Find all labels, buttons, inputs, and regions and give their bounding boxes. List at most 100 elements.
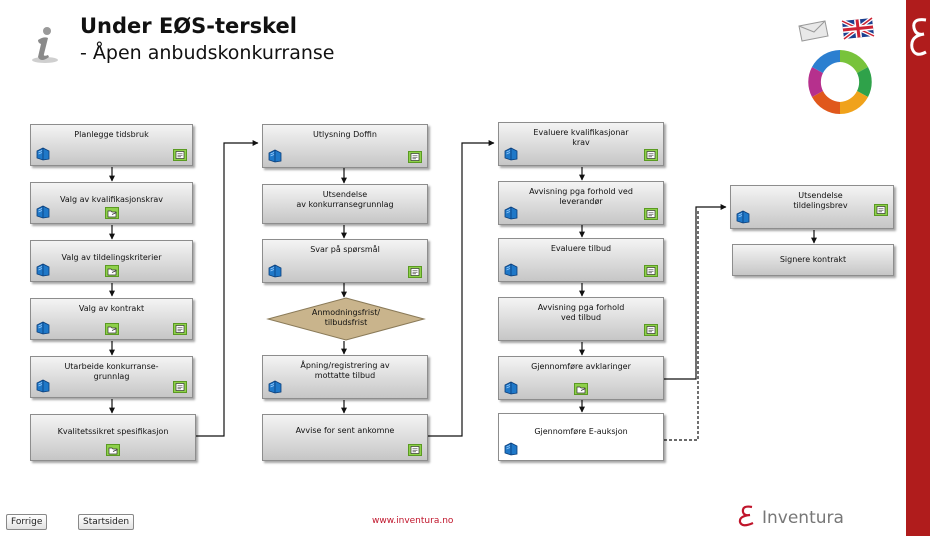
document-icon[interactable] [644, 324, 658, 336]
step-label-line1: Utsendelse [322, 190, 368, 199]
step-label-line1: Utsendelse [798, 191, 843, 200]
book-icon [36, 321, 50, 335]
previous-button[interactable]: Forrige [6, 514, 48, 530]
step-planlegge-tidsbruk[interactable]: Planlegge tidsbruk [30, 124, 193, 166]
step-label: Utarbeide konkurranse- grunnlag [34, 362, 189, 382]
step-label: Evaluere tilbud [550, 244, 612, 253]
document-icon[interactable] [644, 149, 658, 161]
book-icon [268, 264, 282, 278]
step-label: Avvisning pga forhold ved leverandør [502, 187, 660, 207]
book-icon [504, 147, 518, 161]
book-icon [268, 380, 282, 394]
book-icon [36, 205, 50, 219]
decision-diamond[interactable] [264, 296, 428, 342]
step-label: Utsendelse tildelingsbrev [751, 191, 890, 211]
english-flag-icon[interactable] [840, 16, 876, 42]
step-gjennomfoere-eauksjon[interactable]: Gjennomføre E-auksjon [498, 413, 664, 461]
step-label: Signere kontrakt [779, 255, 847, 264]
website-link[interactable]: www.inventura.no [372, 516, 454, 526]
step-valg-tildelingskriterier[interactable]: Valg av tildelingskriterier [30, 240, 193, 282]
inventura-logo-mark [910, 18, 927, 56]
document-icon[interactable] [408, 444, 422, 456]
step-label-line2: av konkurransegrunnlag [296, 200, 394, 209]
step-avvise-for-sent-ankomne[interactable]: Avvise for sent ankomne [262, 414, 428, 461]
book-icon [36, 263, 50, 277]
template-icon[interactable] [574, 383, 588, 395]
decision-label-line1: Anmodningsfrist/ [311, 308, 381, 317]
step-utsendelse-konkurransegrunnlag[interactable]: Utsendelse av konkurransegrunnlag [262, 184, 428, 224]
step-signere-kontrakt[interactable]: Signere kontrakt [732, 244, 894, 276]
book-icon [504, 263, 518, 277]
step-label: Gjennomføre E-auksjon [534, 427, 628, 436]
step-label: Avvise for sent ankomne [295, 426, 395, 435]
step-utsendelse-tildelingsbrev[interactable]: Utsendelse tildelingsbrev [730, 185, 894, 229]
step-label: Svar på spørsmål [310, 245, 380, 254]
book-icon [504, 381, 518, 395]
document-icon[interactable] [408, 151, 422, 163]
brand-name: Inventura [762, 508, 844, 528]
step-valg-kvalifikasjonskrav[interactable]: Valg av kvalifikasjonskrav [30, 182, 193, 224]
brand-bar [906, 0, 930, 536]
document-icon[interactable] [408, 266, 422, 278]
step-label-line1: Avvisning pga forhold [537, 303, 625, 312]
step-label: Valg av kvalifikasjonskrav [59, 195, 163, 204]
book-icon [36, 379, 50, 393]
info-icon [32, 27, 58, 63]
template-icon[interactable] [105, 323, 119, 335]
step-label: Utsendelse av konkurransegrunnlag [266, 190, 424, 210]
step-aapning-registrering[interactable]: Åpning/registrering av mottatte tilbud [262, 355, 428, 399]
step-avvisning-tilbud[interactable]: Avvisning pga forhold ved tilbud [498, 297, 664, 341]
step-label-line2: krav [572, 138, 590, 147]
inventura-logo-icon [738, 505, 754, 527]
step-gjennomfoere-avklaringer[interactable]: Gjennomføre avklaringer [498, 356, 664, 400]
document-icon[interactable] [173, 323, 187, 335]
step-evaluere-tilbud[interactable]: Evaluere tilbud [498, 238, 664, 282]
step-label-line1: Avvisning pga forhold ved [529, 187, 633, 196]
decision-label: Anmodningsfrist/ tilbudsfrist [284, 308, 408, 328]
step-label-line2: grunnlag [93, 372, 130, 381]
step-label-line2: tildelingsbrev [793, 201, 848, 210]
step-label: Valg av kontrakt [78, 304, 145, 313]
step-label-line2: mottatte tilbud [314, 371, 376, 380]
book-icon [36, 147, 50, 161]
book-icon [504, 206, 518, 220]
step-svar-paa-spoersmaal[interactable]: Svar på spørsmål [262, 239, 428, 283]
decision-label-line2: tilbudsfrist [324, 318, 368, 327]
document-icon[interactable] [173, 381, 187, 393]
book-icon [268, 149, 282, 163]
book-icon [736, 210, 750, 224]
page-title: Under EØS-terskel [80, 14, 297, 38]
step-label: Valg av tildelingskriterier [61, 253, 162, 262]
step-label: Evaluere kvalifikasjonar krav [502, 128, 660, 148]
step-label-line1: Utarbeide konkurranse- [64, 362, 159, 371]
process-cycle-icon[interactable] [800, 46, 880, 116]
step-label-line2: ved tilbud [560, 313, 602, 322]
step-kvalitetssikret-spesifikasjon[interactable]: Kvalitetssikret spesifikasjon [30, 414, 196, 461]
step-label-line2: leverandør [559, 197, 603, 206]
step-utlysning-doffin[interactable]: Utlysning Doffin [262, 124, 428, 168]
step-label-line1: Evaluere kvalifikasjonar [533, 128, 629, 137]
template-icon[interactable] [105, 265, 119, 277]
step-label: Åpning/registrering av mottatte tilbud [266, 361, 424, 381]
start-page-button[interactable]: Startsiden [78, 514, 135, 530]
step-label: Gjennomføre avklaringer [531, 362, 631, 371]
document-icon[interactable] [644, 265, 658, 277]
mail-icon[interactable] [796, 18, 830, 44]
step-avvisning-leverandoer[interactable]: Avvisning pga forhold ved leverandør [498, 181, 664, 225]
step-evaluere-kvalifikasjonskrav[interactable]: Evaluere kvalifikasjonar krav [498, 122, 664, 166]
step-valg-kontrakt[interactable]: Valg av kontrakt [30, 298, 193, 340]
document-icon[interactable] [874, 204, 888, 216]
template-icon[interactable] [106, 444, 120, 456]
step-label: Kvalitetssikret spesifikasjon [57, 427, 169, 436]
document-icon[interactable] [173, 149, 187, 161]
document-icon[interactable] [644, 208, 658, 220]
page-subtitle: - Åpen anbudskonkurranse [80, 42, 335, 64]
template-icon[interactable] [105, 207, 119, 219]
step-label: Avvisning pga forhold ved tilbud [502, 303, 660, 323]
step-label-line1: Åpning/registrering av [300, 361, 390, 370]
step-label: Planlegge tidsbruk [74, 130, 149, 139]
step-label: Utlysning Doffin [313, 130, 377, 139]
step-utarbeide-konkurransegrunnlag[interactable]: Utarbeide konkurranse- grunnlag [30, 356, 193, 398]
book-icon [504, 442, 518, 456]
